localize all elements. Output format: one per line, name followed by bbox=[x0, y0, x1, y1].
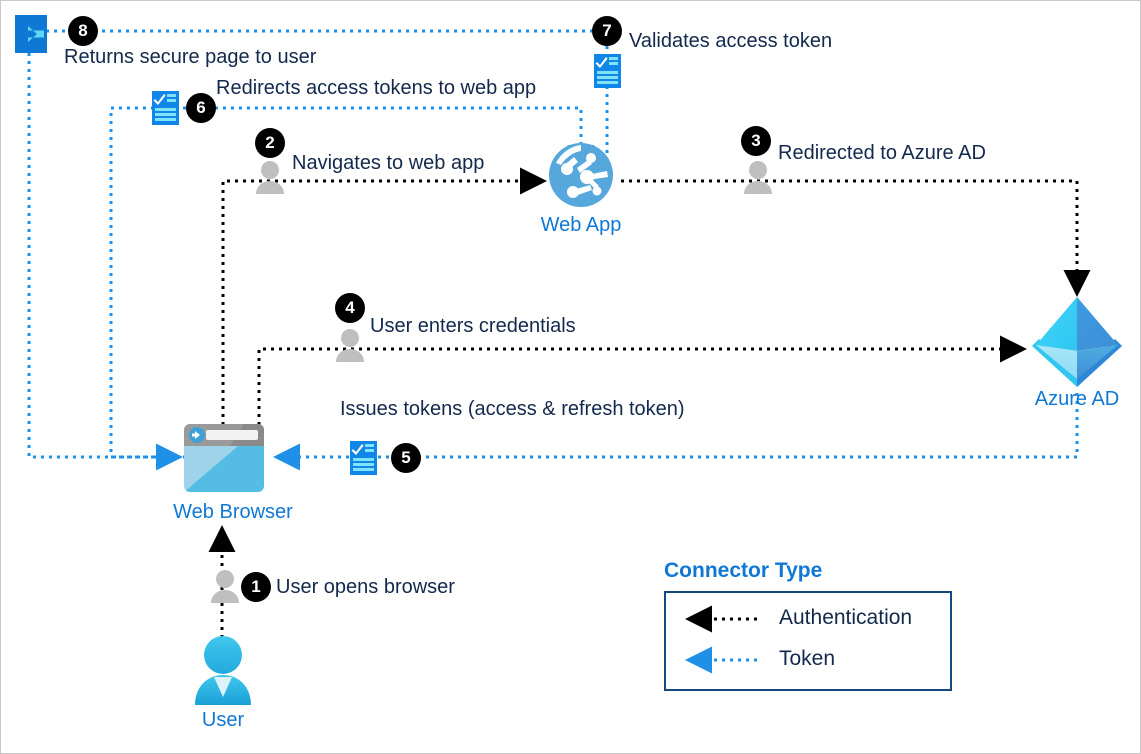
step-label-3: Redirected to Azure AD bbox=[778, 142, 986, 164]
legend-item-token: Token bbox=[779, 647, 836, 670]
step-badge-3: 3 bbox=[741, 126, 771, 156]
user-avatar-icon bbox=[189, 635, 257, 707]
person-icon bbox=[210, 570, 240, 604]
person-icon bbox=[743, 161, 773, 195]
web-app-label: Web App bbox=[540, 214, 622, 236]
step-badge-1: 1 bbox=[241, 572, 271, 602]
token-document-icon bbox=[350, 441, 377, 475]
azure-ad-diamond-icon bbox=[1027, 293, 1127, 389]
secure-page-icon bbox=[15, 15, 47, 53]
web-browser-label: Web Browser bbox=[173, 501, 293, 523]
legend-box bbox=[664, 591, 952, 691]
user-label: User bbox=[201, 709, 245, 731]
step-label-1: User opens browser bbox=[276, 576, 455, 598]
step-badge-7: 7 bbox=[592, 16, 622, 46]
step-label-7: Validates access token bbox=[629, 30, 833, 52]
step-badge-2: 2 bbox=[255, 128, 285, 158]
legend-connector-samples bbox=[685, 605, 757, 674]
azure-ad-label: Azure AD bbox=[1034, 388, 1120, 410]
person-icon bbox=[255, 161, 285, 195]
token-document-icon bbox=[152, 91, 179, 125]
step-badge-6: 6 bbox=[186, 93, 216, 123]
step-label-5: Issues tokens (access & refresh token) bbox=[340, 398, 685, 420]
step-badge-4: 4 bbox=[335, 293, 365, 323]
legend-item-authentication: Authentication bbox=[779, 606, 913, 629]
step-label-2: Navigates to web app bbox=[292, 152, 485, 174]
token-document-icon bbox=[594, 54, 621, 88]
globe-network-icon bbox=[547, 141, 615, 209]
step-label-6: Redirects access tokens to web app bbox=[216, 77, 537, 99]
step-label-8: Returns secure page to user bbox=[64, 46, 317, 68]
step-badge-8: 8 bbox=[68, 16, 98, 46]
step-badge-5: 5 bbox=[391, 443, 421, 473]
step-label-4: User enters credentials bbox=[370, 315, 576, 337]
legend-title: Connector Type bbox=[664, 559, 823, 582]
person-icon bbox=[335, 329, 365, 363]
web-browser-icon bbox=[184, 424, 264, 492]
